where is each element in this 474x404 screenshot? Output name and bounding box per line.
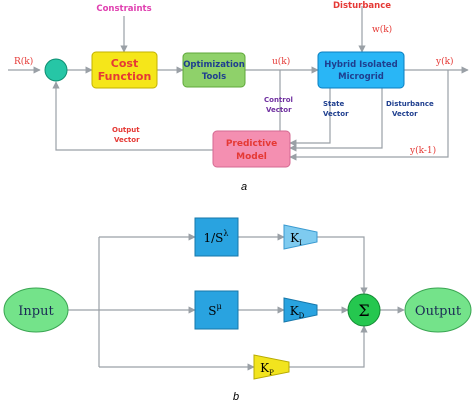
state-vector-label-1: State (323, 100, 344, 108)
output-node (404, 287, 472, 333)
integrator-base: 1/S (204, 231, 224, 245)
pred-label-2: Model (236, 152, 267, 162)
y-signal-label: y(k) (435, 56, 454, 67)
w-signal-label: w(k) (372, 24, 392, 35)
ki-label: KI (290, 231, 302, 247)
ki-subscript: I (299, 239, 302, 247)
integrator-exponent: λ (223, 229, 228, 238)
constraints-label: Constraints (96, 4, 151, 14)
state-vector-label-2: Vector (323, 110, 349, 118)
ki-to-sum-arrow (317, 236, 368, 295)
hybrid-label-2: Microgrid (338, 72, 384, 82)
predictive-model-block (212, 130, 291, 168)
pred-label-1: Predictive (226, 139, 277, 149)
opt-label-1: Optimization (183, 60, 245, 70)
state-vector-line (289, 88, 331, 147)
control-vector-label-2: Vector (266, 106, 292, 114)
control-vector-line (279, 70, 291, 142)
integrator-block (194, 217, 239, 257)
disturbance-label: Disturbance (333, 1, 391, 11)
summing-junction-a (44, 58, 68, 82)
output-vector-label-1: Output (112, 126, 140, 134)
summing-junction-b (347, 293, 381, 327)
u-signal-label: u(k) (272, 56, 290, 67)
differentiator-block (194, 290, 239, 330)
cost-label-2: Function (98, 70, 152, 83)
sum-symbol: Σ (358, 301, 369, 320)
opt-label-2: Tools (202, 72, 226, 82)
yk1-signal-label: y(k-1) (409, 145, 436, 156)
optimization-tools-block (182, 52, 246, 88)
differentiator-exponent: μ (217, 302, 222, 311)
y-feedback-line (289, 70, 449, 161)
disturbance-vector-label-1: Disturbance (386, 100, 434, 108)
disturbance-vector-line (289, 88, 383, 152)
pid-diagram: Input 1/Sλ Sμ KI KD KP Σ Output b (3, 217, 472, 403)
kd-gain-block (283, 297, 318, 323)
kp-label: KP (260, 361, 274, 377)
disturbance-vector-label-2: Vector (392, 110, 418, 118)
output-label: Output (415, 304, 462, 319)
hybrid-microgrid-block (317, 51, 405, 89)
kp-gain-block (253, 354, 290, 380)
caption-b: b (233, 391, 239, 403)
control-vector-label-1: Control (264, 96, 293, 104)
output-vector-label-2: Vector (114, 136, 140, 144)
r-signal-label: R(k) (14, 56, 33, 67)
caption-a: a (241, 181, 247, 193)
mpc-connections (8, 6, 469, 161)
ki-gain-block (283, 224, 318, 250)
differentiator-base: S (208, 304, 216, 318)
input-label: Input (18, 304, 54, 319)
mpc-diagram: Cost Function Optimization Tools Hybrid … (8, 1, 469, 193)
cost-function-block (91, 51, 158, 89)
kp-subscript: P (269, 369, 274, 377)
kp-to-sum-arrow (289, 325, 368, 368)
pid-connections (68, 233, 405, 371)
kd-label: KD (290, 304, 305, 320)
ki-base: K (290, 231, 300, 245)
kd-subscript: D (299, 312, 305, 320)
differentiator-label: Sμ (208, 302, 221, 318)
integrator-label: 1/Sλ (204, 229, 229, 245)
output-vector-feedback (52, 81, 213, 151)
kp-base: K (260, 361, 270, 375)
kd-base: K (290, 304, 300, 318)
cost-label-1: Cost (111, 57, 138, 70)
hybrid-label-1: Hybrid Isolated (324, 60, 398, 70)
input-node (3, 287, 69, 333)
